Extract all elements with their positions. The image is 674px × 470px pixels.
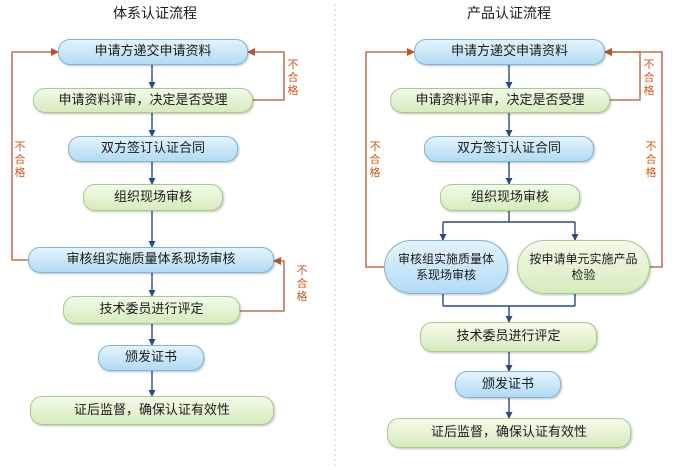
product-fail-loops: [365, 48, 663, 268]
product-step-inspection: 按申请单元实施产品检验: [517, 240, 650, 294]
product-fail-loop: [365, 48, 415, 268]
system-step-contract: 双方签订认证合同: [68, 136, 238, 162]
system-fail-label: 不合格: [296, 264, 308, 303]
product-step-contract: 双方签订认证合同: [424, 136, 594, 162]
product-step-submit: 申请方递交申请资料: [414, 39, 605, 65]
product-step-review: 申请资料评审，决定是否受理: [390, 88, 610, 113]
system-fail-label: 不合格: [287, 58, 299, 97]
system-fail-label: 不合格: [14, 140, 26, 179]
product-step-evaluation: 技术委员进行评定: [420, 322, 597, 352]
product-fail-label: 不合格: [369, 140, 381, 179]
product-fail-loop: [604, 48, 641, 101]
system-flow-title: 体系认证流程: [113, 6, 197, 22]
system-step-onsite-audit: 审核组实施质量体系现场审核: [28, 247, 274, 273]
system-fail-loops: [11, 48, 285, 312]
system-step-evaluation: 技术委员进行评定: [63, 296, 240, 324]
system-step-audit-org: 组织现场审核: [83, 184, 223, 211]
system-step-review: 申请资料评审，决定是否受理: [33, 88, 253, 113]
product-step-surveillance: 证后监督，确保认证有效性: [387, 418, 631, 448]
product-fail-loop: [604, 48, 663, 268]
system-fail-loop: [247, 48, 285, 101]
product-step-certificate: 颁发证书: [455, 371, 561, 398]
product-fail-label: 不合格: [643, 58, 655, 97]
system-step-surveillance: 证后监督，确保认证有效性: [30, 396, 274, 425]
system-fail-loop: [240, 257, 285, 312]
system-fail-loop: [11, 48, 59, 261]
system-step-certificate: 颁发证书: [98, 345, 204, 371]
product-step-audit-org: 组织现场审核: [440, 184, 580, 211]
system-step-submit: 申请方递交申请资料: [58, 39, 248, 65]
product-flow-arrows: [439, 65, 579, 419]
product-step-system-audit: 审核组实施质量体系现场审核: [384, 240, 508, 294]
product-fail-label: 不合格: [645, 140, 657, 179]
product-flow-title: 产品认证流程: [467, 6, 551, 22]
